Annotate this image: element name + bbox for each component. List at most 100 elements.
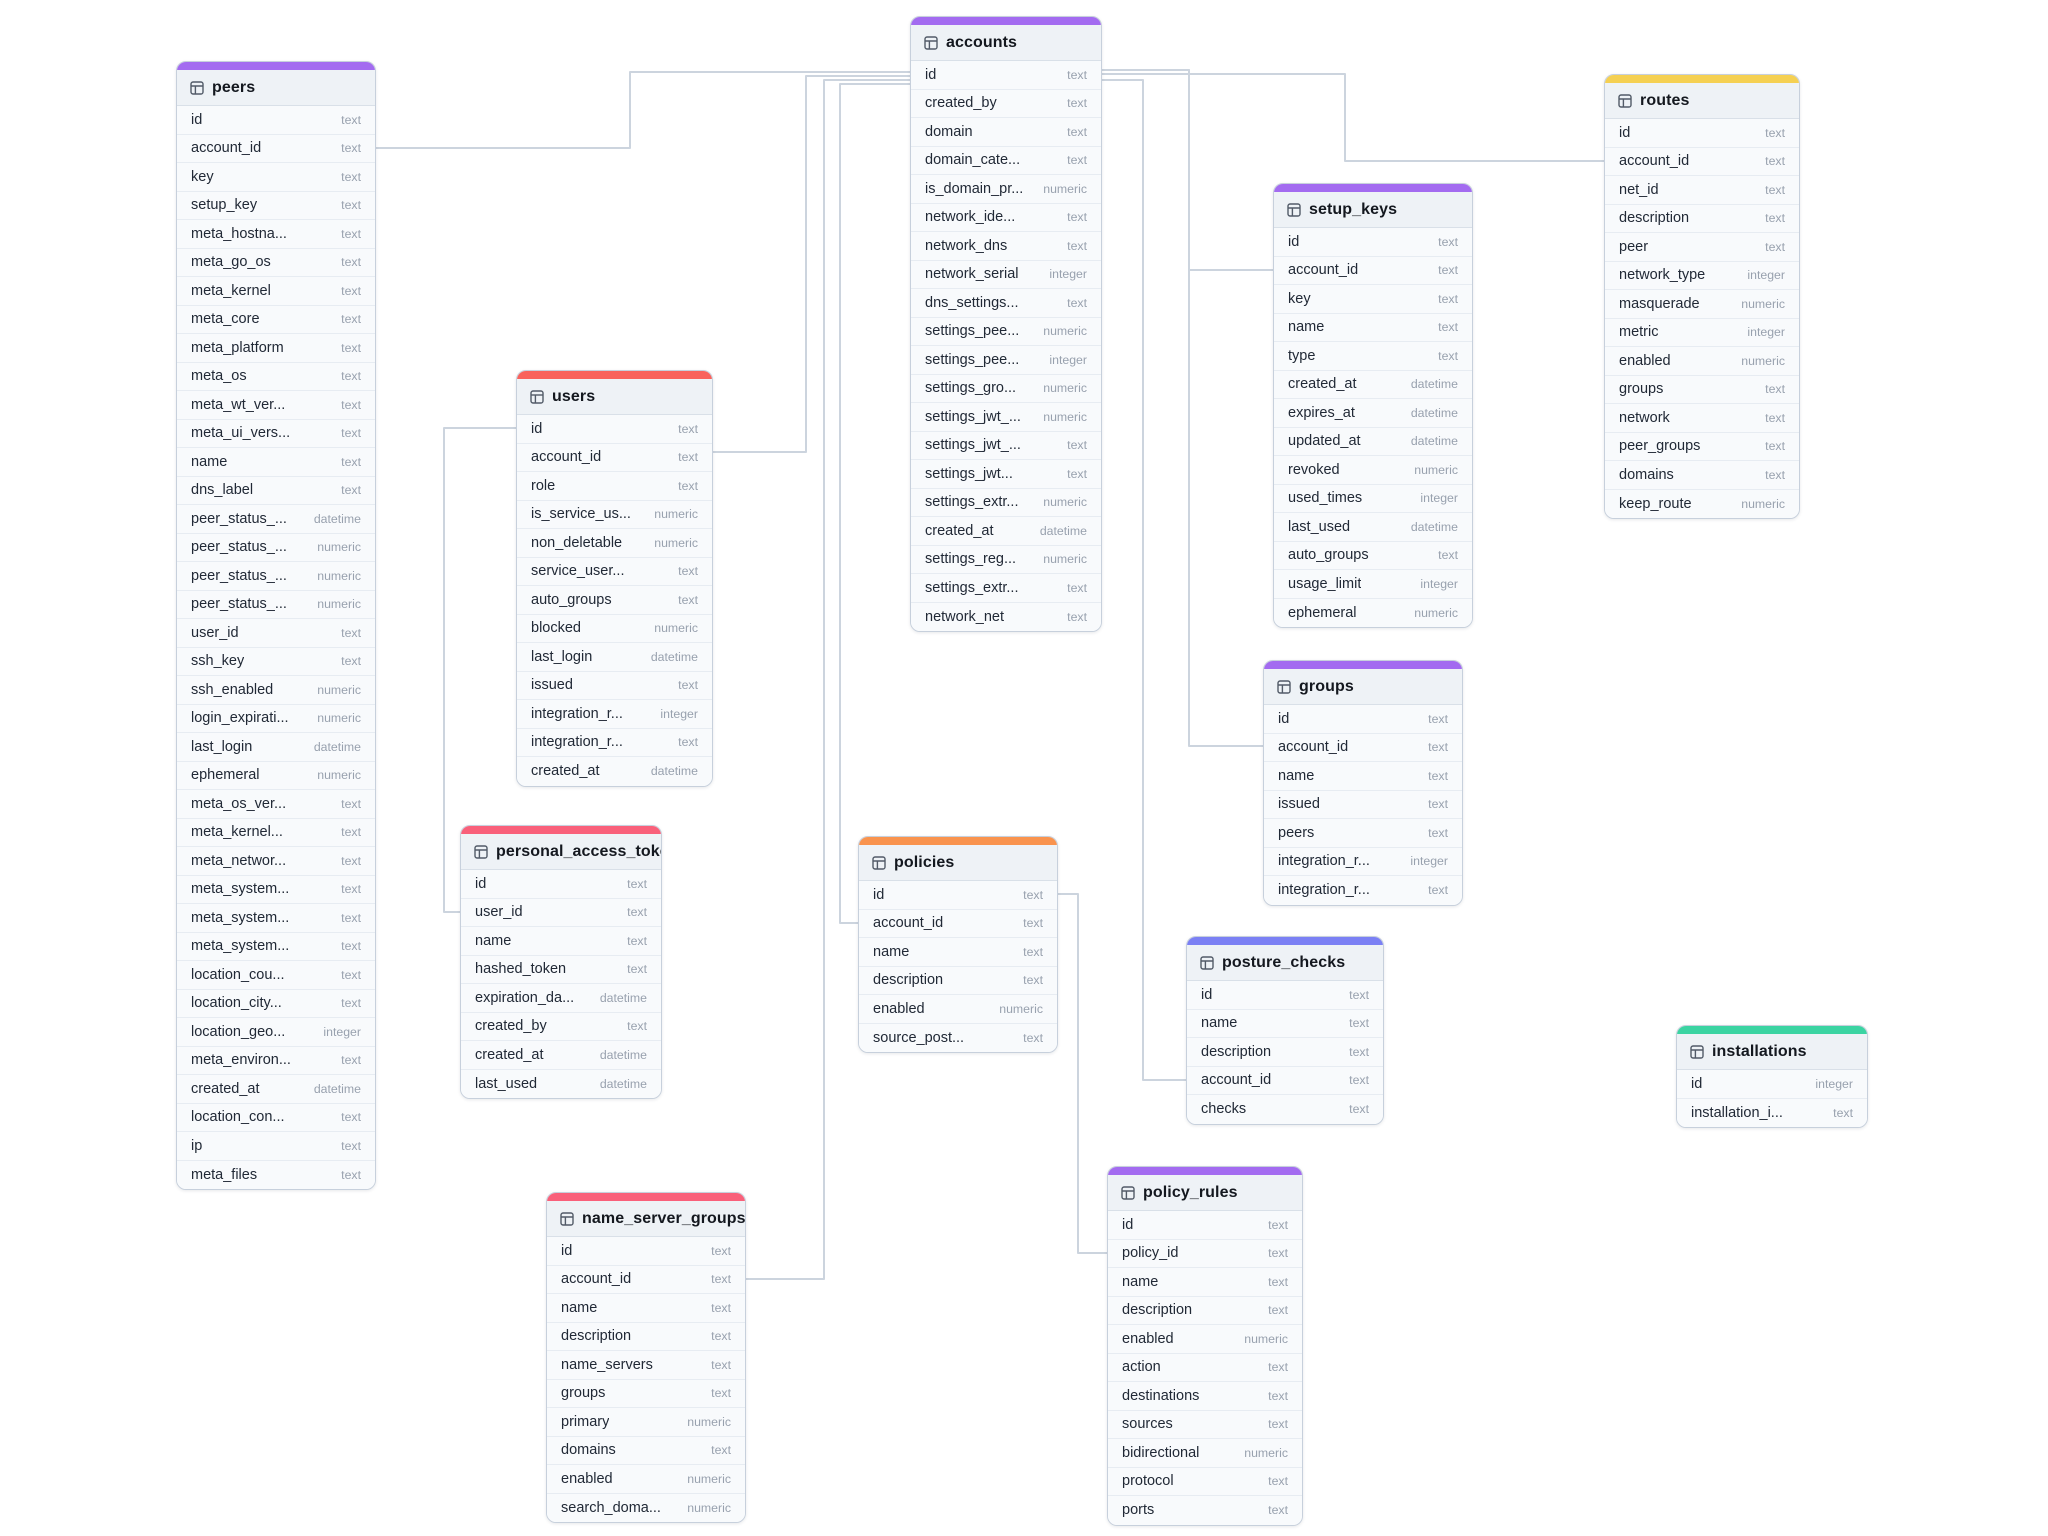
field-row-accounts-5[interactable]: network_ide...text	[911, 203, 1101, 232]
field-row-users-11[interactable]: integration_r...text	[517, 728, 712, 757]
field-row-accounts-13[interactable]: settings_jwt_...text	[911, 431, 1101, 460]
field-row-peers-14[interactable]: peer_status_...datetime	[177, 505, 375, 534]
field-row-peers-27[interactable]: meta_system...text	[177, 875, 375, 904]
field-row-accounts-17[interactable]: settings_reg...numeric	[911, 545, 1101, 574]
field-row-peers-21[interactable]: login_expirati...numeric	[177, 704, 375, 733]
table-header-users[interactable]: users	[517, 379, 712, 415]
field-row-accounts-8[interactable]: dns_settings...text	[911, 289, 1101, 318]
table-header-peers[interactable]: peers	[177, 70, 375, 106]
field-row-accounts-10[interactable]: settings_pee...integer	[911, 346, 1101, 375]
field-row-accounts-14[interactable]: settings_jwt...text	[911, 460, 1101, 489]
field-row-name_server_groups-9[interactable]: search_doma...numeric	[547, 1493, 745, 1522]
field-row-peers-35[interactable]: location_con...text	[177, 1103, 375, 1132]
table-header-installations[interactable]: installations	[1677, 1034, 1867, 1070]
field-row-peers-24[interactable]: meta_os_ver...text	[177, 790, 375, 819]
field-row-peers-26[interactable]: meta_networ...text	[177, 847, 375, 876]
field-row-peers-4[interactable]: meta_hostna...text	[177, 220, 375, 249]
field-row-groups-6[interactable]: integration_r...text	[1264, 876, 1462, 905]
field-row-accounts-12[interactable]: settings_jwt_...numeric	[911, 403, 1101, 432]
table-header-accounts[interactable]: accounts	[911, 25, 1101, 61]
field-row-peers-15[interactable]: peer_status_...numeric	[177, 533, 375, 562]
field-row-personal_access_tokens-4[interactable]: expiration_da...datetime	[461, 984, 661, 1013]
table-header-policy_rules[interactable]: policy_rules	[1108, 1175, 1302, 1211]
field-row-peers-16[interactable]: peer_status_...numeric	[177, 562, 375, 591]
table-header-name_server_groups[interactable]: name_server_groups	[547, 1201, 745, 1237]
field-row-policies-5[interactable]: source_post...text	[859, 1023, 1057, 1052]
field-row-peers-33[interactable]: meta_environ...text	[177, 1046, 375, 1075]
field-row-peers-28[interactable]: meta_system...text	[177, 904, 375, 933]
